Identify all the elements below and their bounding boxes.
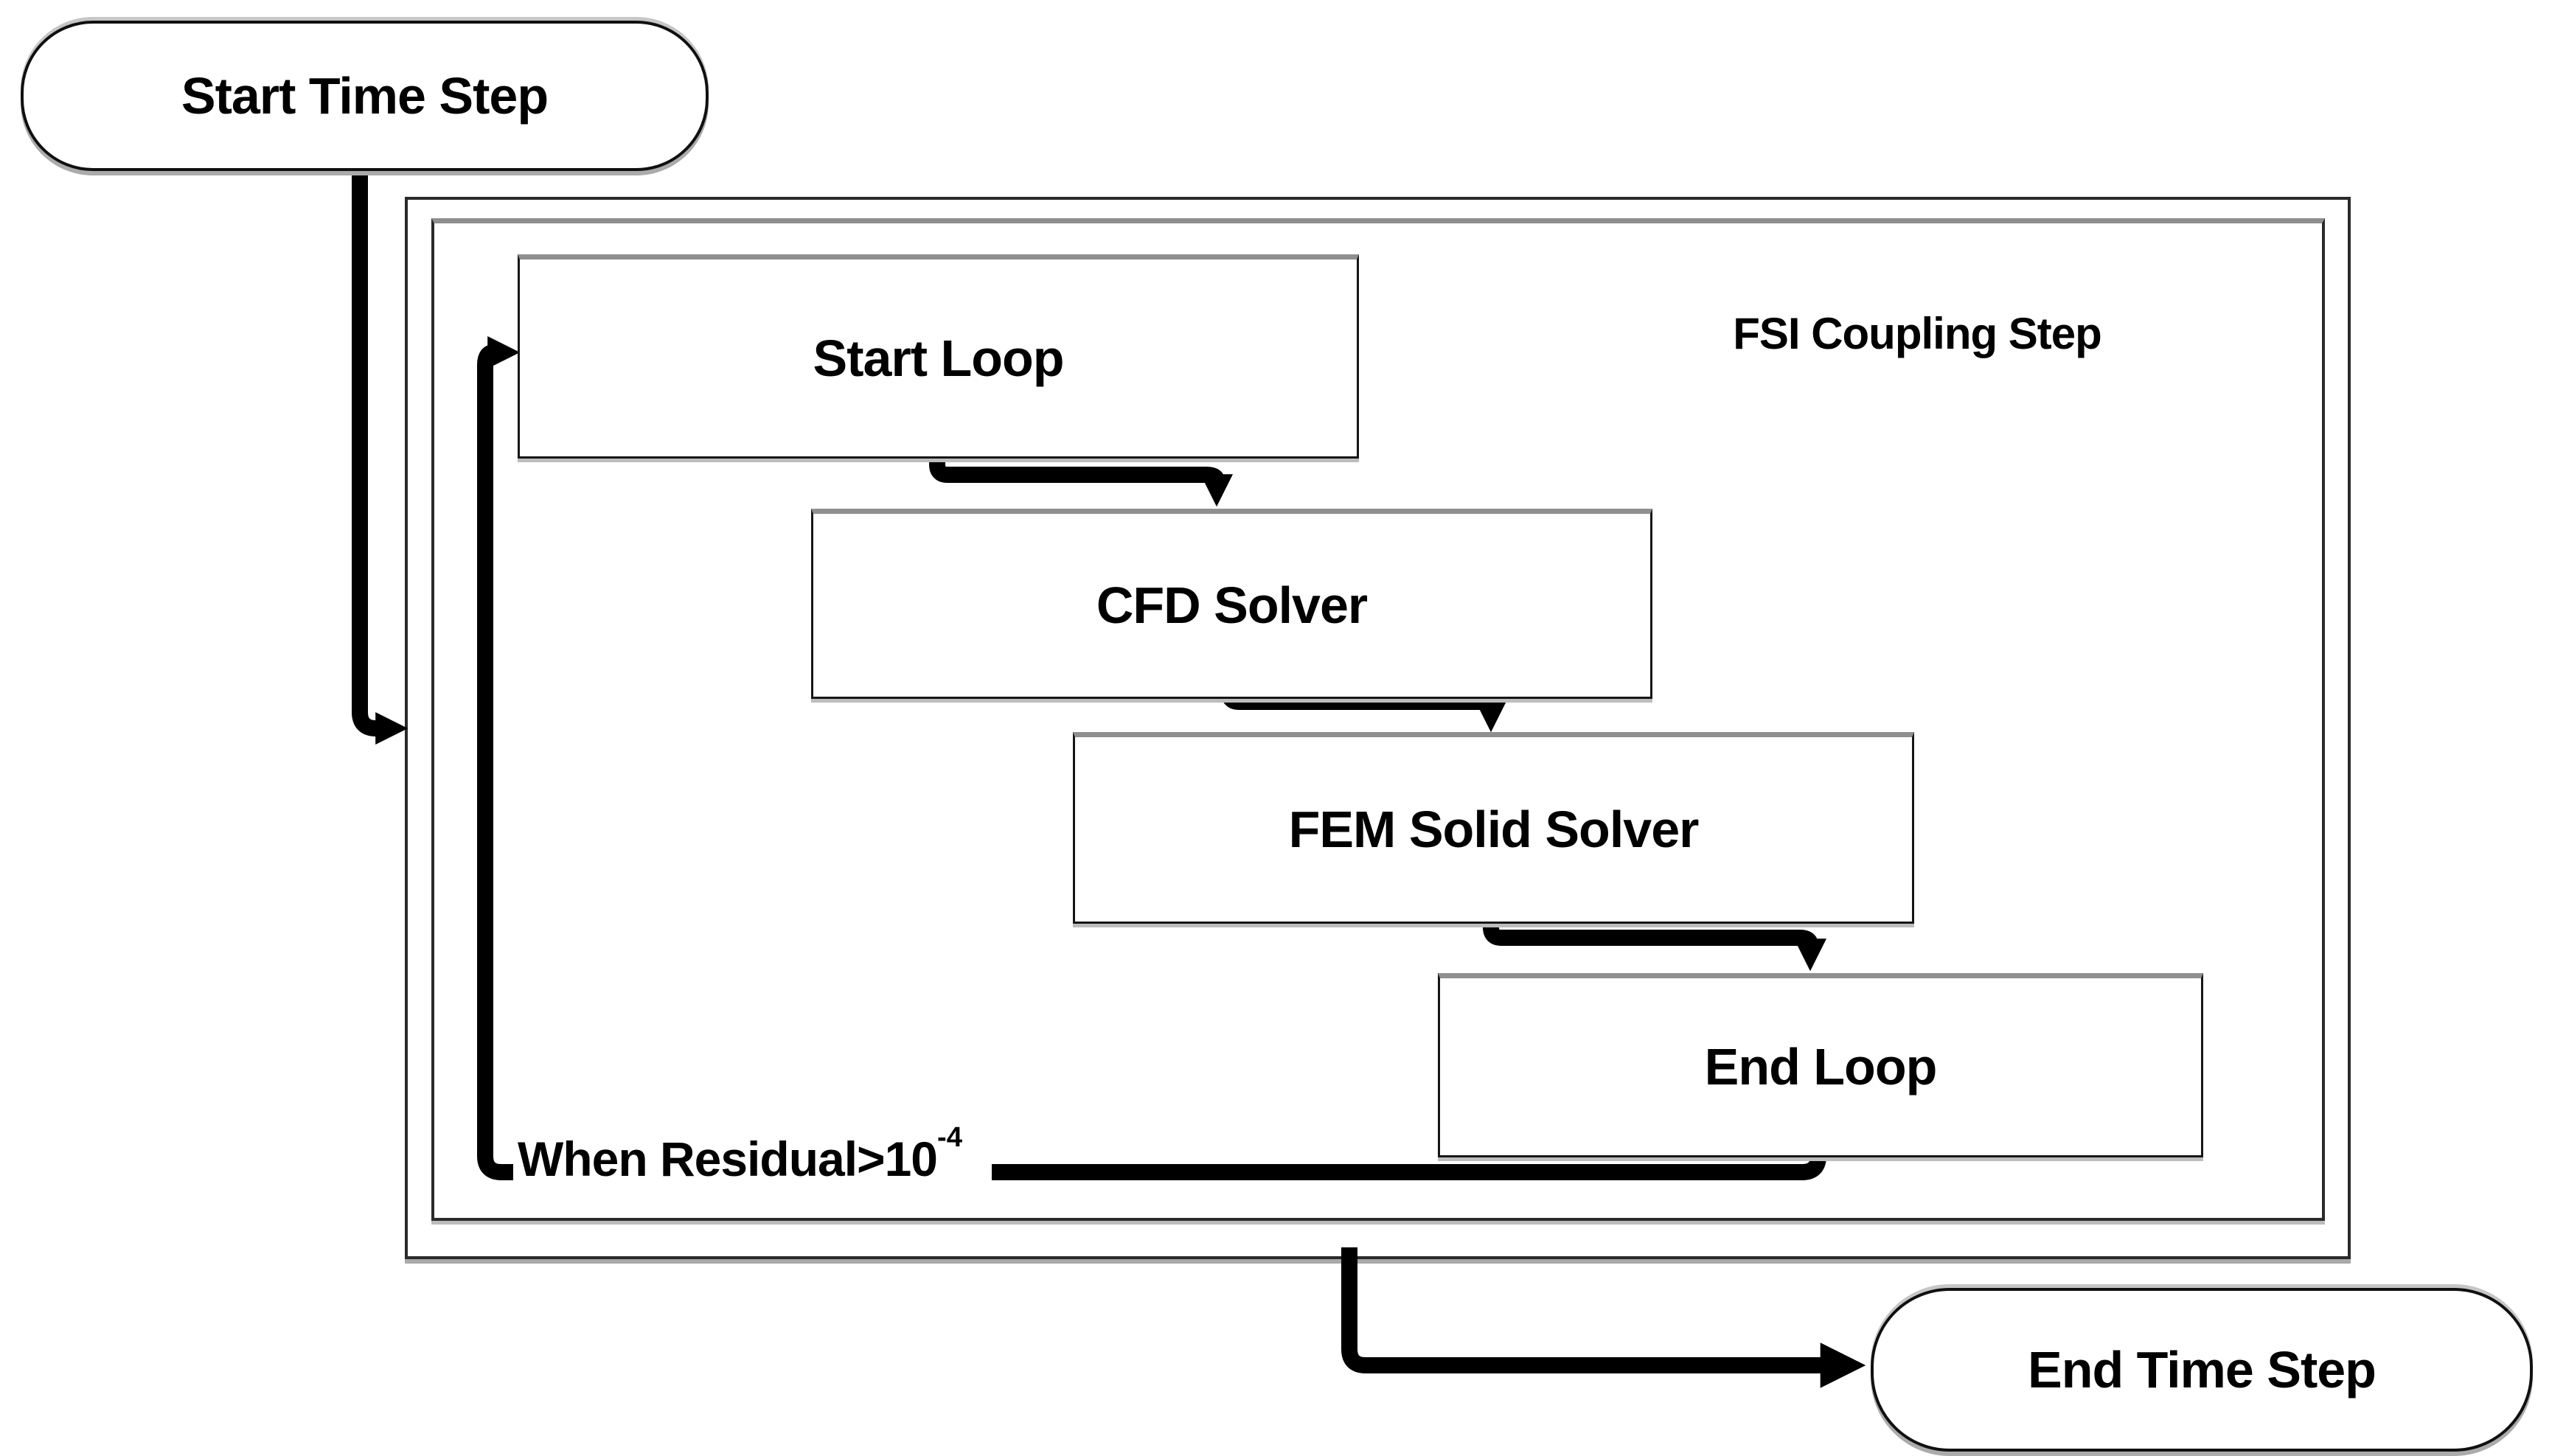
cfd-solver-label: CFD Solver xyxy=(1096,577,1368,634)
connector-start-to-coupling xyxy=(352,162,408,745)
fsi-group-label: FSI Coupling Step xyxy=(1733,309,2102,358)
fem-solid-solver-node: FEM Solid Solver xyxy=(1073,732,1914,924)
fsi-inner-frame xyxy=(431,218,2325,1221)
connector-fem-to-endloop xyxy=(1483,915,1826,972)
start-loop-label: Start Loop xyxy=(813,329,1065,387)
end-loop-label: End Loop xyxy=(1704,1038,1938,1096)
start-loop-node: Start Loop xyxy=(518,254,1359,459)
loop-condition-exponent: -4 xyxy=(937,1121,963,1153)
loop-condition-text: When Residual>10 xyxy=(518,1132,938,1186)
fem-solid-solver-label: FEM Solid Solver xyxy=(1288,801,1700,858)
connector-startloop-to-cfd xyxy=(929,450,1233,507)
start-time-step-node: Start Time Step xyxy=(21,21,709,171)
end-loop-node: End Loop xyxy=(1438,973,2203,1157)
end-time-step-node: End Time Step xyxy=(1871,1288,2533,1452)
loop-condition-label: When Residual>10-4 xyxy=(513,1121,992,1194)
cfd-solver-node: CFD Solver xyxy=(811,509,1652,699)
end-time-step-label: End Time Step xyxy=(2028,1341,2377,1398)
connector-loopback xyxy=(477,336,1826,1180)
start-time-step-label: Start Time Step xyxy=(181,67,549,125)
connector-coupling-to-end xyxy=(1341,1247,1866,1388)
